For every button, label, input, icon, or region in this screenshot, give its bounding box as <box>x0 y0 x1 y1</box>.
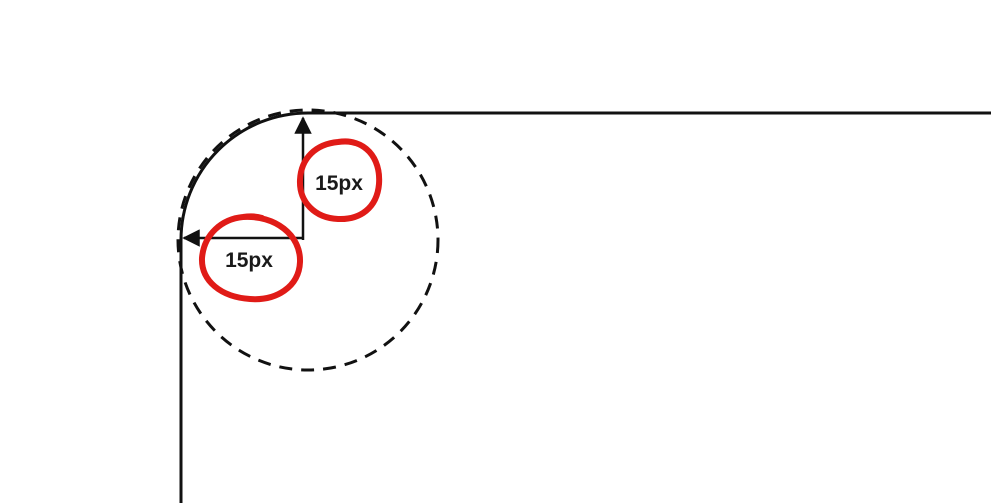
vertical-radius-label: 15px <box>315 172 363 195</box>
horizontal-radius-label: 15px <box>225 249 273 272</box>
radius-circle-dashed <box>176 108 440 372</box>
highlight-circle-horizontal <box>198 213 304 303</box>
highlight-circle-vertical <box>296 138 383 223</box>
rounded-box-outline <box>179 111 991 503</box>
